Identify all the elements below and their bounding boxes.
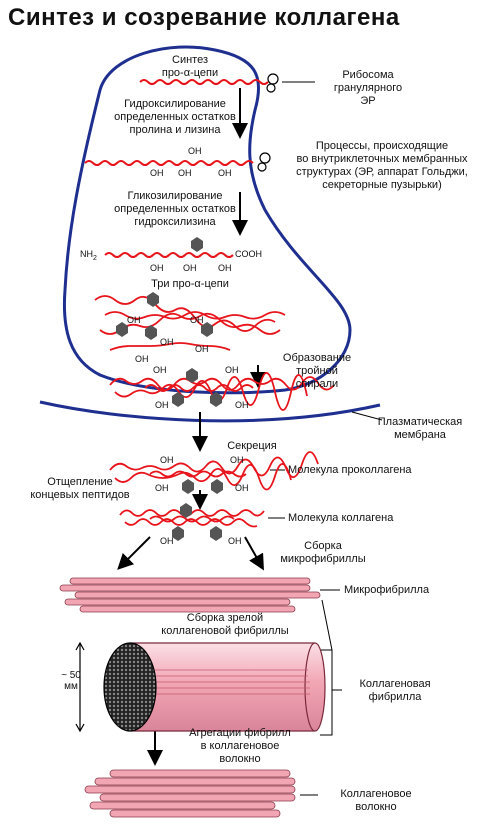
scale-unit: мм <box>64 681 78 692</box>
oh-label: OH <box>225 365 239 375</box>
nh2-subscript: 2 <box>93 254 97 262</box>
oh-label: OH <box>230 455 244 465</box>
leader-membrane <box>351 411 383 421</box>
pro-alpha-chain-2 <box>84 160 254 166</box>
nh2-text: NH <box>80 249 93 259</box>
plasma-membrane <box>39 400 381 423</box>
hexagon-13 <box>210 526 222 541</box>
er-membrane-outline <box>62 45 352 395</box>
oh-label: OH <box>235 400 249 410</box>
hexagon-7 <box>172 392 184 407</box>
oh-label: OH <box>183 263 197 273</box>
label-collagen-fibril: Коллагеновая фибрилла <box>359 678 431 703</box>
oh-label: OH <box>127 315 141 325</box>
triple-helix <box>109 372 335 411</box>
label-collagen-molecule: Молекула коллагена <box>288 512 394 524</box>
nh2-label: NH2 <box>80 249 97 262</box>
leader-microfibril-2 <box>321 599 333 651</box>
pro-alpha-chain-1 <box>139 79 269 85</box>
three-pro-alpha-chains <box>94 295 286 351</box>
oh-label: OH <box>155 400 169 410</box>
label-secretion: Секреция <box>227 440 277 452</box>
microfibril-bundle <box>59 577 321 613</box>
oh-label: OH <box>218 263 232 273</box>
arrow-assembly-right <box>244 536 264 571</box>
label-hydroxylation: Гидроксилирование определенных остатков … <box>114 98 236 136</box>
hexagon-6 <box>186 368 198 383</box>
oh-label: OH <box>160 337 174 347</box>
oh-label: OH <box>228 536 242 546</box>
hexagon-3 <box>116 322 128 337</box>
label-synthesis: Синтез про-α-цепи <box>161 54 219 79</box>
oh-label: OH <box>155 483 169 493</box>
sugar-hexagons <box>116 237 223 541</box>
oh-label: OH <box>153 365 167 375</box>
label-mature-fibril-assembly: Сборка зрелой коллагеновой фибриллы <box>161 612 289 637</box>
scale-bar <box>75 641 85 733</box>
hexagon-4 <box>145 325 157 340</box>
hexagon-11 <box>180 503 192 518</box>
ribosome-icon-2 <box>257 152 271 172</box>
hexagon-2 <box>147 292 159 307</box>
label-aggregation: Агрегации фибрилл в коллагеновое волокно <box>189 727 291 765</box>
oh-label: OH <box>188 146 202 156</box>
label-triple-helix: Образование тройной спирали <box>282 352 352 390</box>
diagram-title: Синтез и созревание коллагена <box>8 4 400 31</box>
hexagon-5 <box>201 322 213 337</box>
oh-label: OH <box>190 315 204 325</box>
label-microfibril: Микрофибрилла <box>344 584 430 596</box>
procollagen-molecule <box>109 451 319 491</box>
oh-label: OH <box>218 168 232 178</box>
oh-label: OH <box>160 536 174 546</box>
label-ribosome: Рибосома гранулярного ЭР <box>333 69 403 107</box>
scale-value: ~ 50 <box>61 670 81 681</box>
label-cleavage: Отщепление концевых пептидов <box>30 476 130 501</box>
label-collagen-fiber: Коллагеновое волокно <box>340 788 412 813</box>
label-plasma-membrane: Плазматическая мембрана <box>377 416 463 441</box>
hexagon-10 <box>211 479 223 494</box>
oh-label: OH <box>195 344 209 354</box>
oh-label: OH <box>235 483 249 493</box>
hexagon-8 <box>210 392 222 407</box>
hexagon-9 <box>182 479 194 494</box>
label-three-chains: Три про-α-цепи <box>151 278 229 290</box>
label-procollagen: Молекула проколлагена <box>288 464 412 476</box>
label-microfibril-assembly: Сборка микрофибриллы <box>280 540 366 565</box>
label-processes: Процессы, происходящие во внутриклеточны… <box>296 140 468 191</box>
arrow-assembly-left <box>117 536 151 570</box>
collagen-fiber-bundle <box>84 769 296 818</box>
ribosome-icon-1 <box>266 73 279 93</box>
oh-label: OH <box>150 168 164 178</box>
cooh-label: COOH <box>235 249 262 259</box>
oh-label: OH <box>150 263 164 273</box>
hexagon-12 <box>172 526 184 541</box>
collagen-fibril-cylinder <box>103 642 326 732</box>
bracket-fibril <box>320 649 342 736</box>
oh-label: OH <box>160 455 174 465</box>
pro-alpha-chain-3 <box>104 252 234 258</box>
hexagon-1 <box>191 237 203 252</box>
oh-label: OH <box>135 354 149 364</box>
label-glycosylation: Гликозилирование определенных остатков г… <box>114 190 236 228</box>
oh-label: OH <box>178 168 192 178</box>
